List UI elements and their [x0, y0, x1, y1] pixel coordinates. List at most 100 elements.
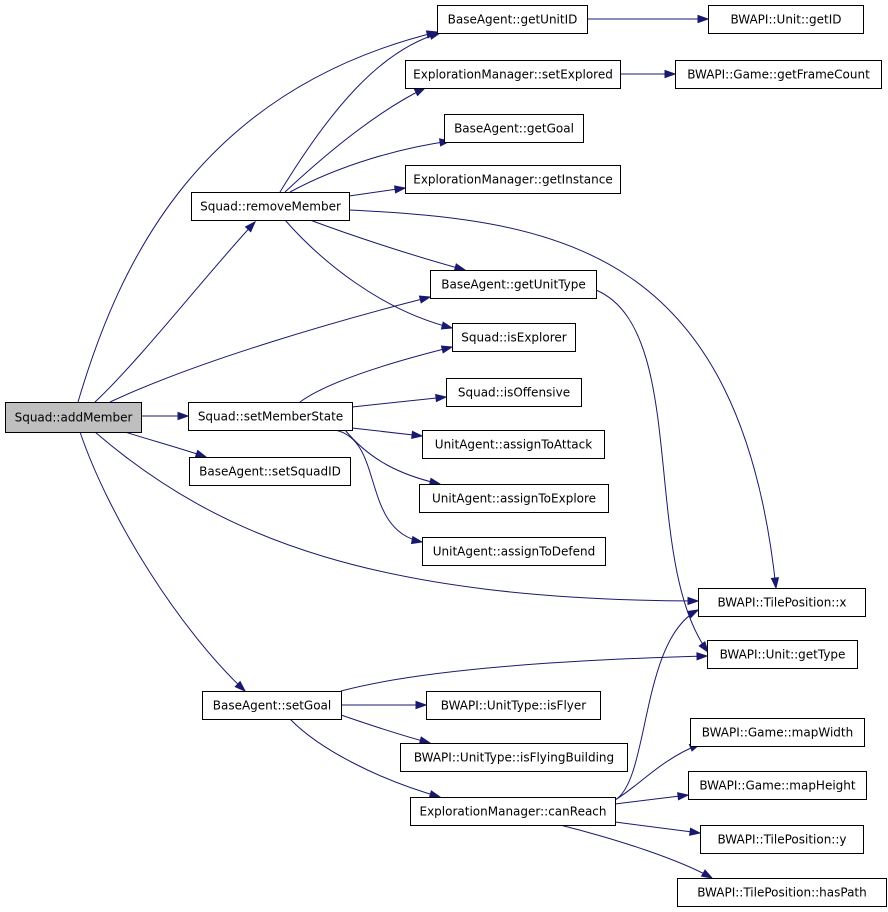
- node-setGoal[interactable]: BaseAgent::setGoal: [202, 691, 342, 720]
- node-box[interactable]: [426, 691, 601, 720]
- node-label: BWAPI::TilePosition::y: [717, 833, 846, 847]
- node-mapWidth[interactable]: BWAPI::Game::mapWidth: [690, 718, 865, 747]
- node-removeMember[interactable]: Squad::removeMember: [191, 192, 350, 221]
- edge-line: [351, 396, 447, 408]
- edge-arrowhead: [418, 295, 432, 304]
- node-box[interactable]: [419, 484, 609, 513]
- node-box[interactable]: [405, 165, 621, 194]
- node-box[interactable]: [688, 771, 867, 800]
- edge-canReach-to-hasPath: [559, 824, 714, 879]
- edge-arrowhead: [415, 700, 428, 710]
- edge-line: [309, 219, 466, 271]
- node-box[interactable]: [189, 457, 351, 486]
- node-setSquadID[interactable]: BaseAgent::setSquadID: [189, 457, 351, 486]
- node-box[interactable]: [405, 60, 621, 89]
- node-isFlyingBuilding[interactable]: BWAPI::UnitType::isFlyingBuilding: [400, 743, 628, 772]
- node-isFlyer[interactable]: BWAPI::UnitType::isFlyer: [426, 691, 601, 720]
- edge-line: [279, 32, 441, 193]
- edge-arrowhead: [428, 790, 442, 799]
- edge-addMember-to-setSquadID: [124, 431, 208, 458]
- edge-line: [289, 718, 441, 798]
- node-box[interactable]: [188, 402, 353, 431]
- edge-arrowhead: [696, 652, 709, 661]
- edge-addMember-to-setGoal: [79, 431, 247, 693]
- node-label: ExplorationManager::canReach: [419, 805, 606, 819]
- node-label: BWAPI::TilePosition::x: [717, 596, 846, 610]
- node-isExplorer[interactable]: Squad::isExplorer: [452, 323, 576, 352]
- node-getUnitID[interactable]: BaseAgent::getUnitID: [437, 5, 588, 34]
- node-assignToAttack[interactable]: UnitAgent::assignToAttack: [422, 430, 605, 459]
- node-setMemberState[interactable]: Squad::setMemberState: [188, 402, 353, 431]
- edge-arrowhead: [418, 736, 432, 745]
- edge-line: [94, 431, 699, 602]
- node-label: BaseAgent::getUnitType: [441, 278, 586, 292]
- node-box[interactable]: [700, 825, 864, 854]
- node-getFrameCount[interactable]: BWAPI::Game::getFrameCount: [675, 60, 882, 89]
- node-label: BWAPI::UnitType::isFlyingBuilding: [414, 751, 614, 765]
- node-box[interactable]: [698, 588, 866, 617]
- edge-setGoal-to-isFlyingBuilding: [340, 714, 432, 745]
- node-addMember[interactable]: Squad::addMember: [5, 402, 142, 433]
- node-label: ExplorationManager::setExplored: [413, 68, 613, 82]
- edge-line: [614, 609, 699, 801]
- node-label: BaseAgent::setSquadID: [199, 465, 341, 479]
- node-box[interactable]: [400, 743, 628, 772]
- node-label: BWAPI::Unit::getID: [730, 13, 841, 27]
- node-label: Squad::addMember: [15, 411, 133, 425]
- edge-arrowhead: [435, 393, 448, 403]
- node-box[interactable]: [444, 114, 584, 143]
- node-canReach[interactable]: ExplorationManager::canReach: [410, 797, 616, 826]
- node-box[interactable]: [708, 5, 864, 34]
- node-box[interactable]: [452, 323, 576, 352]
- edge-removeMember-to-getUnitID: [279, 31, 442, 193]
- node-hasPath[interactable]: BWAPI::TilePosition::hasPath: [677, 878, 887, 907]
- node-box[interactable]: [422, 537, 606, 566]
- edge-layer: [77, 14, 780, 879]
- edge-line: [614, 821, 701, 834]
- node-tileY[interactable]: BWAPI::TilePosition::y: [700, 825, 864, 854]
- node-getUnitType[interactable]: BaseAgent::getUnitType: [430, 270, 597, 299]
- edge-arrowhead: [687, 596, 700, 606]
- edge-removeMember-to-setExplored: [284, 87, 427, 193]
- node-assignToExplore[interactable]: UnitAgent::assignToExplore: [419, 484, 609, 513]
- node-tileX[interactable]: BWAPI::TilePosition::x: [698, 588, 866, 617]
- node-box[interactable]: [677, 878, 887, 907]
- node-unitGetID[interactable]: BWAPI::Unit::getID: [708, 5, 864, 34]
- edge-line: [595, 289, 709, 653]
- edge-line: [334, 429, 423, 543]
- node-box[interactable]: [202, 691, 342, 720]
- node-box[interactable]: [707, 640, 858, 669]
- node-box[interactable]: [437, 5, 588, 34]
- node-box[interactable]: [675, 60, 882, 89]
- edge-setMemberState-to-assignToAttack: [351, 427, 424, 439]
- node-box[interactable]: [690, 718, 865, 747]
- node-getInstance[interactable]: ExplorationManager::getInstance: [405, 165, 621, 194]
- edge-addMember-to-tileX: [94, 431, 700, 606]
- edge-line: [124, 431, 207, 458]
- node-assignToDefend[interactable]: UnitAgent::assignToDefend: [422, 537, 606, 566]
- node-box[interactable]: [430, 270, 597, 299]
- node-box[interactable]: [5, 402, 142, 433]
- edge-arrowhead: [664, 69, 677, 79]
- node-label: BWAPI::TilePosition::hasPath: [697, 886, 866, 900]
- node-label: BWAPI::Game::mapHeight: [699, 779, 856, 793]
- node-label: Squad::isOffensive: [458, 386, 570, 400]
- edge-line: [289, 140, 451, 193]
- node-box[interactable]: [422, 430, 605, 459]
- node-unitGetType[interactable]: BWAPI::Unit::getType: [707, 640, 858, 669]
- edge-line: [284, 219, 453, 329]
- edge-setGoal-to-unitGetType: [340, 652, 709, 692]
- edge-arrowhead: [677, 792, 690, 801]
- node-getGoal[interactable]: BaseAgent::getGoal: [444, 114, 584, 143]
- edge-line: [559, 824, 713, 879]
- edge-removeMember-to-getUnitType: [309, 219, 467, 272]
- node-mapHeight[interactable]: BWAPI::Game::mapHeight: [688, 771, 867, 800]
- node-box[interactable]: [191, 192, 350, 221]
- node-box[interactable]: [446, 378, 582, 407]
- node-label: UnitAgent::assignToAttack: [435, 438, 592, 452]
- node-setExplored[interactable]: ExplorationManager::setExplored: [405, 60, 621, 89]
- node-isOffensive[interactable]: Squad::isOffensive: [446, 378, 582, 407]
- node-box[interactable]: [410, 797, 616, 826]
